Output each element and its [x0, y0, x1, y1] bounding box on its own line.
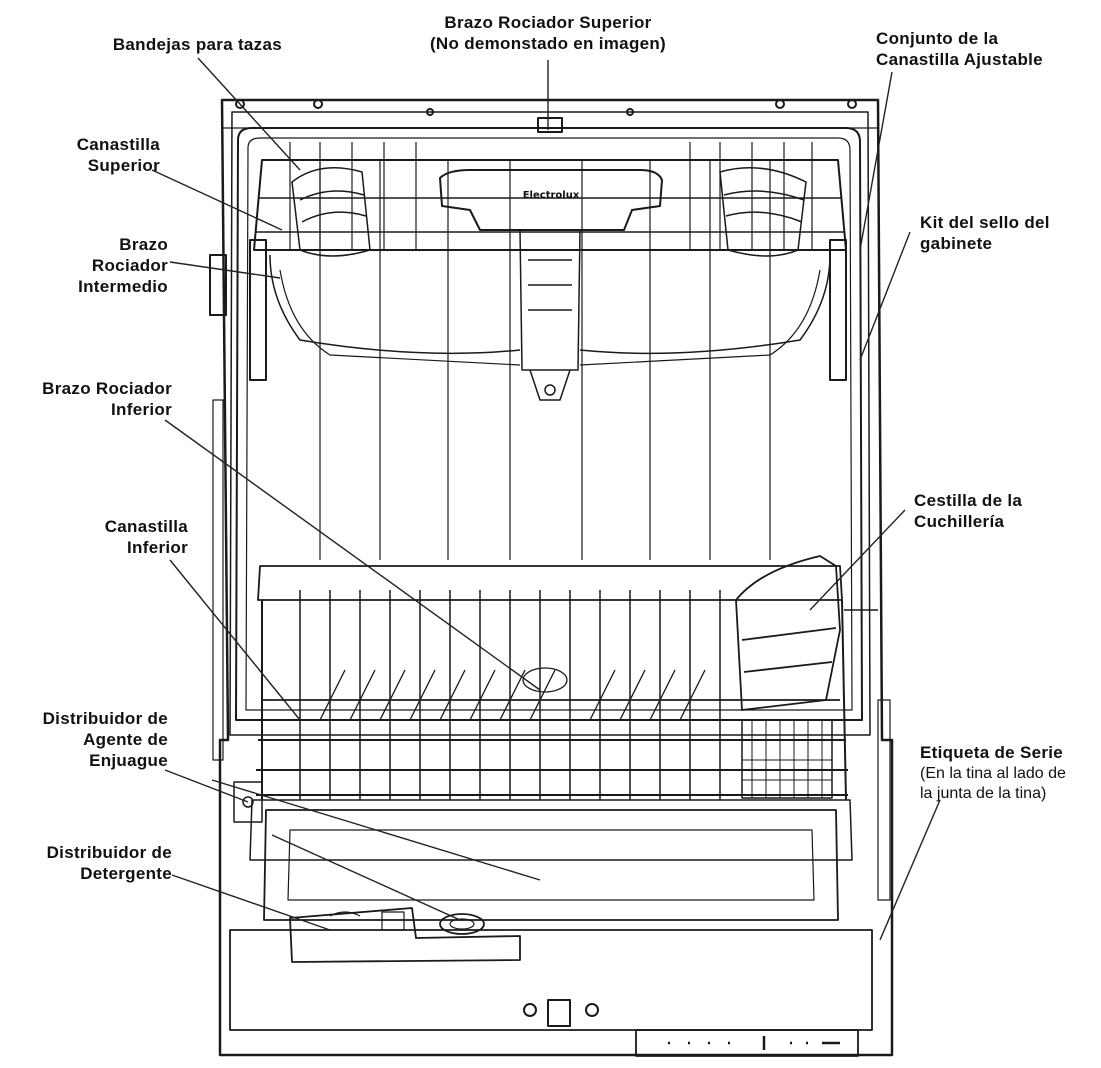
label-etiqueta-nota: (En la tina al lado de la junta de la ti… — [920, 764, 1101, 804]
label-etiqueta-serie-line-1: Etiqueta de Serie — [920, 743, 1064, 762]
label-brazo-intermedio-line-3: Intermedio — [78, 277, 168, 296]
detergent-dispenser — [289, 907, 521, 963]
label-canastilla-superior-line-1: Canastilla — [76, 135, 160, 154]
label-distribuidor-agente: Distribuidor de Agente de Enjuague — [4, 708, 168, 771]
rinse-agent-dispenser — [233, 781, 263, 823]
label-brazo-inferior-line-2: Inferior — [111, 400, 172, 419]
label-canastilla-inferior-line-2: Inferior — [127, 538, 188, 557]
upper-rack — [253, 142, 847, 366]
silverware-basket — [735, 555, 878, 799]
label-distribuidor-agente-line-2: Agente de — [83, 730, 168, 749]
label-brazo-superior-line-2: (No demonstado en imagen) — [429, 34, 667, 53]
label-distribuidor-detergente-line-1: Distribuidor de — [46, 843, 172, 862]
cup-shelf-left — [291, 167, 371, 257]
label-brazo-superior-line-1: Brazo Rociador Superior — [444, 13, 652, 32]
label-kit-sello-line-2: gabinete — [920, 234, 993, 253]
label-brazo-intermedio-line-1: Brazo — [119, 235, 168, 254]
middle-spray-arm — [519, 229, 581, 401]
label-brazo-inferior: Brazo Rociador Inferior — [10, 378, 172, 420]
cabinet-frame — [209, 98, 894, 1057]
label-etiqueta-nota-line-2: la junta de la tina) — [920, 785, 1047, 802]
label-distribuidor-detergente: Distribuidor de Detergente — [12, 842, 172, 884]
label-etiqueta-nota-line-1: (En la tina al lado de — [920, 765, 1066, 782]
label-conjunto-line-2: Canastilla Ajustable — [876, 50, 1043, 69]
label-distribuidor-agente-line-3: Enjuague — [89, 751, 168, 770]
brand-handle — [439, 169, 663, 231]
label-brazo-intermedio-line-2: Rociador — [91, 256, 168, 275]
label-canastilla-inferior-line-1: Canastilla — [104, 517, 188, 536]
label-kit-sello-line-1: Kit del sello del — [920, 213, 1050, 232]
label-canastilla-inferior: Canastilla Inferior — [40, 516, 188, 558]
label-brazo-inferior-line-1: Brazo Rociador — [42, 379, 172, 398]
label-distribuidor-detergente-line-2: Detergente — [80, 864, 172, 883]
label-kit-sello: Kit del sello del gabinete — [920, 212, 1096, 254]
label-canastilla-superior-line-2: Superior — [87, 156, 160, 175]
label-bandejas: Bandejas para tazas — [40, 34, 282, 55]
label-conjunto: Conjunto de la Canastilla Ajustable — [876, 28, 1096, 70]
leader-lines — [151, 57, 941, 941]
label-brazo-superior: Brazo Rociador Superior (No demonstado e… — [380, 12, 716, 54]
label-bandejas-line-1: Bandejas para tazas — [112, 35, 282, 54]
label-etiqueta-serie: Etiqueta de Serie — [920, 742, 1101, 763]
label-cestilla-line-2: Cuchillería — [914, 512, 1005, 531]
lower-rack — [256, 565, 848, 801]
brand-text: Electrolux — [523, 190, 580, 201]
label-cestilla-line-1: Cestilla de la — [914, 491, 1023, 510]
door-panel — [229, 799, 873, 1057]
label-canastilla-superior: Canastilla Superior — [40, 134, 160, 176]
label-distribuidor-agente-line-1: Distribuidor de — [42, 709, 168, 728]
label-cestilla: Cestilla de la Cuchillería — [914, 490, 1096, 532]
label-conjunto-line-1: Conjunto de la — [876, 29, 999, 48]
label-brazo-intermedio: Brazo Rociador Intermedio — [40, 234, 168, 297]
cup-shelf-right — [719, 167, 807, 257]
